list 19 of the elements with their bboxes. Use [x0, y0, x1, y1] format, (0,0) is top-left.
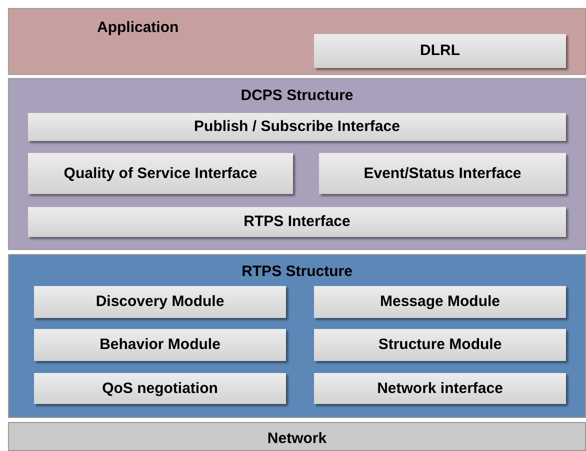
layer-title: Application: [97, 18, 179, 38]
module-box: Publish / Subscribe Interface: [28, 113, 566, 141]
layer-title: Network: [266, 429, 328, 449]
module-box: QoS negotiation: [34, 373, 286, 404]
module-box: Message Module: [314, 286, 566, 318]
module-box: RTPS Interface: [28, 207, 566, 237]
module-box: Event/Status Interface: [319, 153, 566, 194]
module-box: Network interface: [314, 373, 566, 404]
module-box: DLRL: [314, 34, 566, 68]
layer-title: RTPS Structure: [240, 262, 354, 282]
module-box: Structure Module: [314, 329, 566, 361]
layer-band: [8, 78, 586, 250]
module-box: Behavior Module: [34, 329, 286, 361]
layer-title: DCPS Structure: [240, 86, 354, 106]
module-box: Discovery Module: [34, 286, 286, 318]
layer-band: [8, 254, 586, 418]
layer-band: [8, 8, 586, 75]
layer-band: [8, 422, 586, 451]
module-box: Quality of Service Interface: [28, 153, 293, 194]
